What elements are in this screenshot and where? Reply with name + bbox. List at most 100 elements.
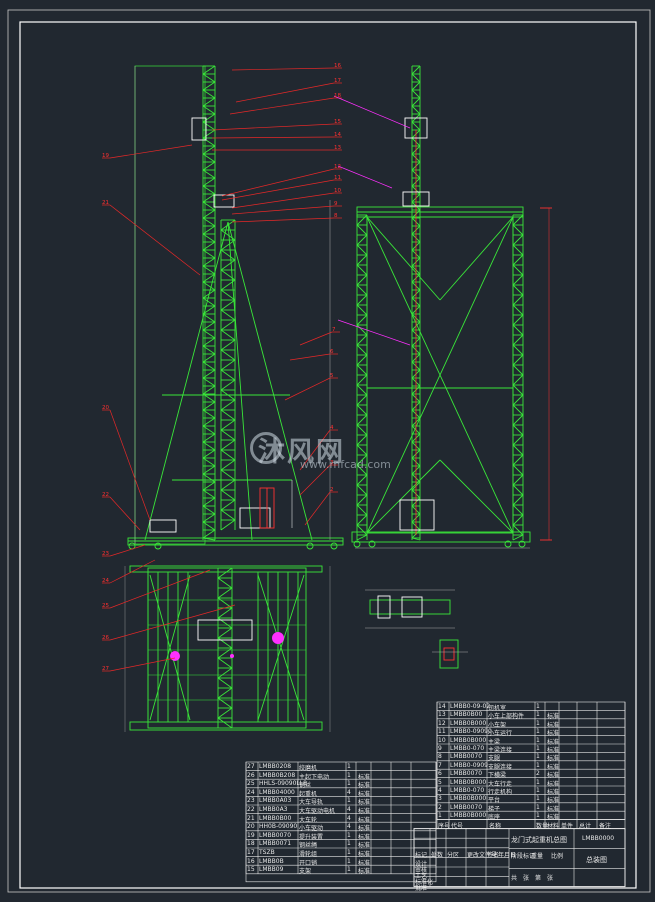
watermark-text: 沐风网 [258, 437, 345, 468]
wheel-icon [330, 542, 338, 550]
parts-row-no: 9 [438, 745, 442, 752]
balloon-label: 10 [334, 188, 341, 194]
mast-brace [217, 567, 233, 579]
mast-brace [217, 587, 233, 599]
mast-brace [512, 484, 524, 496]
leader-line [304, 491, 331, 526]
parts-row-no: 17 [247, 849, 255, 856]
parts-row-no: 16 [247, 857, 255, 865]
parts-row-code: LMBB09 [259, 866, 284, 874]
balloon-label: 25 [102, 603, 109, 609]
side-elevation-view [127, 65, 344, 550]
mast-brace [356, 324, 368, 336]
drawing-title: 龙门式起重机总图 [511, 835, 567, 844]
mast-brace [512, 304, 524, 316]
mast-brace [220, 379, 236, 391]
parts-row-no: 22 [247, 806, 255, 813]
parts-row-no: 3 [438, 795, 442, 803]
leader-line [231, 217, 335, 223]
parts-row-code: LMBB0B00 [259, 814, 292, 822]
mast-brace [202, 249, 216, 259]
mast-brace [220, 319, 236, 331]
parts-row-mat: 标准 [358, 816, 371, 824]
mast-brace [202, 65, 216, 75]
mast-brace [356, 504, 368, 516]
parts-row-no: 1 [438, 812, 442, 820]
stage-label: 比例 [551, 852, 564, 860]
mast-brace [202, 425, 216, 435]
mast-brace [202, 281, 216, 291]
mast-brace [202, 489, 216, 499]
mast-brace [356, 514, 368, 526]
mast-brace [356, 434, 368, 446]
front-right-leg [512, 214, 524, 541]
parts-row-name: 主梁连接 [488, 747, 513, 754]
parts-row-qty: 1 [536, 795, 540, 803]
parts-row-qty: 1 [536, 703, 540, 710]
detail-b-bracket [439, 639, 459, 669]
parts-header-cell: 总计 [579, 822, 592, 830]
mast-brace [202, 505, 216, 515]
mast-brace [356, 244, 368, 256]
plan-top-rail [129, 565, 323, 573]
parts-row-code: LMBB0070 [450, 770, 483, 778]
sign-label: 签名 [487, 851, 500, 859]
parts-row-code: LMBB0-070 [450, 745, 485, 752]
parts-row-qty: 1 [536, 736, 540, 744]
leader-line [109, 544, 146, 557]
mast-brace [217, 687, 233, 699]
mast-brace [217, 657, 233, 669]
mast-brace [220, 289, 236, 301]
mast-brace [356, 494, 368, 506]
leader-line [211, 136, 335, 139]
parts-row-name: 梯子 [488, 805, 501, 813]
mast-brace [202, 361, 216, 371]
mast-brace [202, 177, 216, 187]
parts-row-name: 下横梁 [488, 772, 507, 780]
mast-brace [202, 521, 216, 531]
sign-label: 批准 [415, 884, 428, 892]
sheet-info: 共 [511, 874, 518, 882]
mast-brace [356, 314, 368, 326]
parts-row-name: 大车轮 [299, 816, 318, 824]
mast-brace [411, 97, 421, 107]
mast-brace [202, 513, 216, 523]
watermark-url: www.mfcad.com [300, 458, 391, 471]
wheel-icon [306, 542, 314, 550]
mast-brace [356, 334, 368, 346]
parts-row-qty: 1 [347, 857, 351, 865]
mast-brace [356, 534, 368, 541]
mast-brace [202, 417, 216, 427]
mast-brace [220, 459, 236, 471]
mast-brace [512, 274, 524, 286]
side-base-beam [127, 537, 344, 546]
mast-brace [356, 224, 368, 236]
front-brace [439, 459, 514, 534]
plan-view [124, 565, 331, 732]
front-brace [439, 216, 514, 301]
mast-brace [512, 464, 524, 476]
leader-line [299, 464, 331, 496]
mast-brace [202, 185, 216, 195]
detail-a-beam [369, 599, 451, 615]
balloon-label: 23 [102, 551, 109, 557]
parts-row-no: 19 [247, 831, 255, 839]
parts-row-mat: 标准 [358, 825, 371, 833]
parts-row-mat: 标准 [547, 789, 560, 796]
parts-row-name: 大车行走 [488, 780, 513, 788]
balloon-label: 13 [334, 145, 341, 151]
parts-row-code: TSZB [259, 849, 275, 856]
mast-brace [356, 214, 368, 226]
wheel-icon [353, 540, 361, 548]
leader-line [231, 205, 335, 215]
parts-row-name: 主起下电动 [299, 773, 330, 781]
mast-brace [220, 359, 236, 371]
parts-row-code: LMBB0B000 [450, 719, 487, 727]
mast-brace [220, 439, 236, 451]
parts-row-mat: 标准 [358, 842, 371, 850]
mast-brace [202, 129, 216, 139]
balloon-label: 21 [102, 200, 109, 206]
mast-brace [512, 404, 524, 416]
mast-brace [220, 509, 236, 521]
parts-row-mat: 标准 [358, 782, 371, 790]
